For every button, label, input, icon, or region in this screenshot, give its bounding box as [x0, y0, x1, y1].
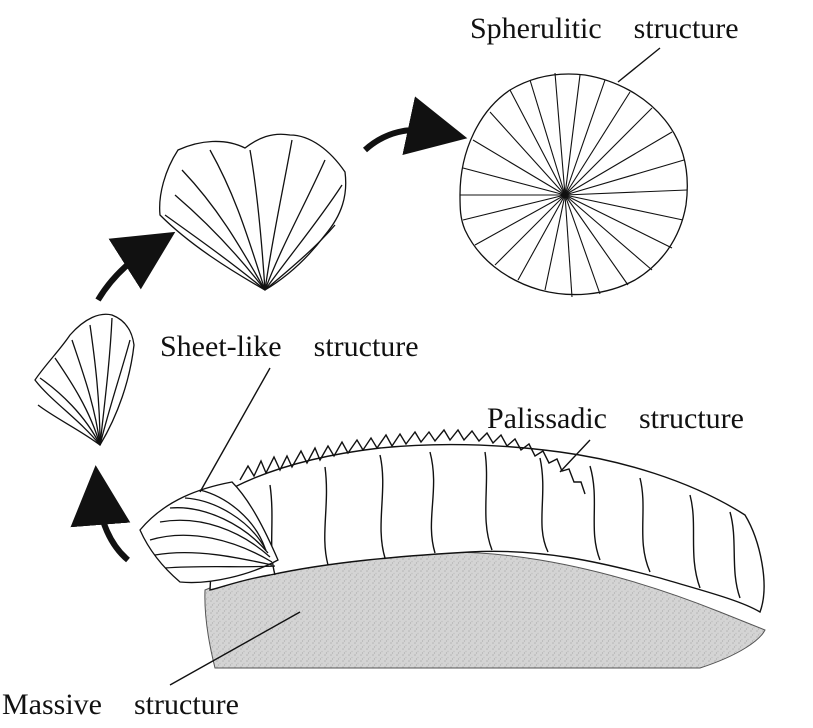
- label-word: structure: [639, 402, 744, 435]
- small-sheet-fan: [35, 314, 134, 445]
- label-word: structure: [314, 330, 419, 363]
- arrow-small-fan-to-medium-fan: [98, 248, 150, 300]
- label-sheet-like-structure: Sheet-like structure: [160, 332, 419, 362]
- leader-sheet-like: [200, 368, 270, 492]
- arrow-medium-fan-to-spherulite: [365, 130, 438, 150]
- label-word: Palissadic: [487, 402, 607, 435]
- label-word: structure: [134, 688, 239, 721]
- label-word: Spherulitic: [470, 12, 602, 45]
- label-massive-structure: Massive structure: [2, 690, 239, 720]
- label-palissadic-structure: Palissadic structure: [487, 404, 744, 434]
- label-word: Sheet-like: [160, 330, 282, 363]
- spherulite: [460, 73, 687, 297]
- arrow-base-to-small-fan: [98, 495, 128, 560]
- label-word: Massive: [2, 688, 102, 721]
- label-word: structure: [634, 12, 739, 45]
- leader-spherulitic: [618, 48, 660, 82]
- label-spherulitic-structure: Spherulitic structure: [470, 14, 739, 44]
- medium-sheet-fan: [160, 134, 346, 290]
